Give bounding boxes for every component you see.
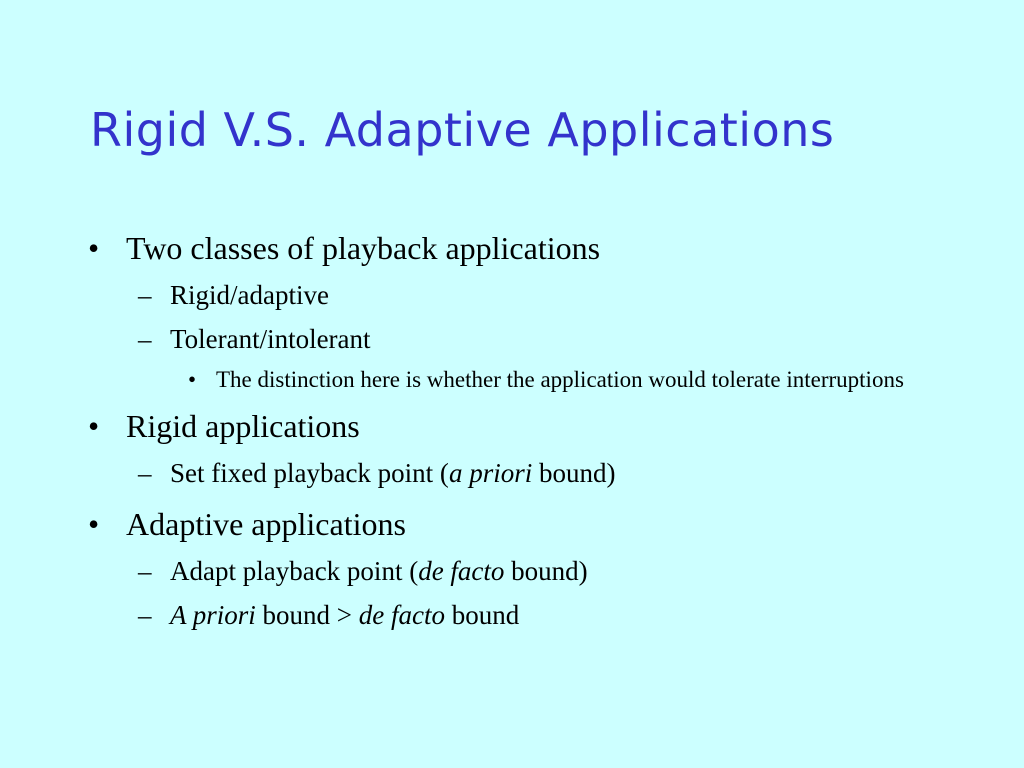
bullet-two-classes: • Two classes of playback applications [84, 226, 964, 270]
bullet-marker: • [88, 408, 100, 444]
bullet-marker: • [88, 506, 100, 542]
bullet-text-part: bound > [255, 600, 359, 630]
sub-bullet-tolerant-intolerant: – Tolerant/intolerant [84, 320, 964, 358]
bullet-list: • Two classes of playback applications –… [84, 226, 964, 634]
bullet-marker: • [88, 230, 100, 266]
bullet-text-part: bound) [532, 458, 616, 488]
bullet-text-part: bound) [504, 556, 588, 586]
bullet-text: Tolerant/intolerant [170, 324, 371, 354]
dash-marker: – [138, 324, 152, 354]
sub-sub-bullet-distinction: • The distinction here is whether the ap… [84, 366, 916, 394]
sub-bullet-fixed-playback: – Set fixed playback point (a priori bou… [84, 454, 964, 492]
dash-marker: – [138, 600, 152, 630]
sub-bullet-bound-comparison: – A priori bound > de facto bound [84, 596, 964, 634]
dash-marker: – [138, 556, 152, 586]
italic-term: de facto [358, 600, 445, 630]
bullet-marker: • [188, 367, 197, 392]
bullet-text: Two classes of playback applications [126, 230, 601, 266]
slide-title: Rigid V.S. Adaptive Applications [90, 103, 835, 157]
bullet-text-part: Set fixed playback point ( [170, 458, 449, 488]
bullet-text: Rigid/adaptive [170, 280, 329, 310]
dash-marker: – [138, 458, 152, 488]
bullet-text: Rigid applications [126, 408, 360, 444]
bullet-adaptive-applications: • Adaptive applications [84, 502, 964, 546]
sub-bullet-adapt-playback: – Adapt playback point (de facto bound) [84, 552, 964, 590]
dash-marker: – [138, 280, 152, 310]
bullet-text: The distinction here is whether the appl… [216, 367, 904, 392]
italic-term: A priori [170, 600, 256, 630]
bullet-text-part: Adapt playback point ( [170, 556, 419, 586]
bullet-rigid-applications: • Rigid applications [84, 404, 964, 448]
sub-bullet-rigid-adaptive: – Rigid/adaptive [84, 276, 964, 314]
italic-term: de facto [418, 556, 505, 586]
bullet-text: Adaptive applications [126, 506, 406, 542]
italic-term: a priori [448, 458, 533, 488]
bullet-text-part: bound [445, 600, 520, 630]
